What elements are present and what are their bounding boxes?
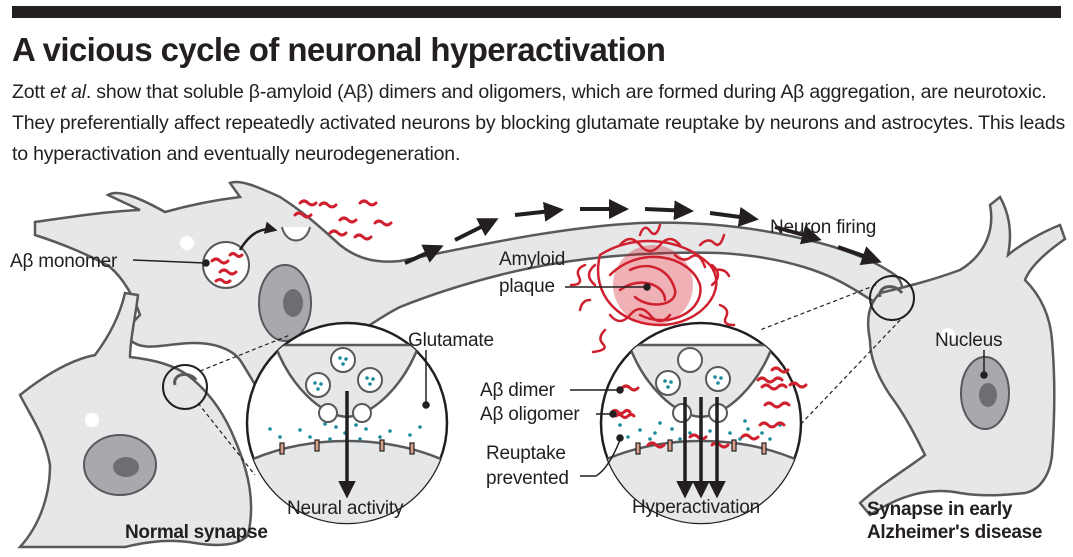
leader-lines [132,259,988,477]
lower-left-neuron-body [17,291,253,549]
label-neuron-firing: Neuron firing [770,217,876,238]
neuron-diagram: Aβ monomer Amyloid plaque Neuron firing … [10,180,1067,549]
exocytosis-cup [281,226,311,242]
figure-caption: Zott et al. show that soluble β-amyloid … [12,77,1067,170]
right-synapse-marker [869,275,915,321]
figure-title: A vicious cycle of neuronal hyperactivat… [12,31,666,68]
left-zoom-line-top [199,334,291,372]
right-neuron-body [858,195,1067,517]
label-amyloid: Amyloid [499,249,565,270]
caption-author: Zott [12,81,45,103]
upper-left-nucleolus [283,289,303,317]
label-reuptake: Reuptake [486,443,566,464]
label-early-ad-line2: Alzheimer's disease [867,522,1042,543]
caption-text: . show that soluble β-amyloid (Aβ) dimer… [12,81,1066,165]
caption-author-suffix: et al [50,81,86,103]
right-highlight [941,328,955,342]
label-early-ad-line1: Synapse in early [867,499,1013,520]
label-prevented: prevented [486,468,569,489]
right-synapse-loop [878,285,904,298]
label-ab-dimer: Aβ dimer [480,380,556,401]
lower-left-highlight [85,413,99,427]
label-normal-synapse: Normal synapse [125,522,268,543]
label-plaque: plaque [499,276,555,297]
left-synapse-marker [162,364,208,410]
label-neural-activity: Neural activity [287,498,404,519]
label-glutamate: Glutamate [408,330,494,351]
lower-left-nucleolus [113,457,139,477]
released-monomers [293,199,393,241]
upper-left-highlight [180,236,194,250]
ad-synapse-zoom [599,321,808,525]
right-zoom-line-bottom [799,314,906,426]
upper-left-neuron-body [33,180,904,411]
left-zoom-line-bottom [197,402,256,476]
right-nucleolus [979,383,997,407]
left-synapse-loop [173,372,198,386]
top-rule [12,6,1061,18]
label-ab-oligomer: Aβ oligomer [480,404,580,425]
neuron-firing-arrows [404,199,882,266]
monomer-secretion-arrow [238,221,278,251]
label-hyperactivation: Hyperactivation [632,497,760,518]
amyloid-plaque [569,223,736,354]
label-nucleus: Nucleus [935,330,1002,351]
monomer-strands [210,252,244,284]
label-ab-monomer: Aβ monomer [10,251,118,272]
